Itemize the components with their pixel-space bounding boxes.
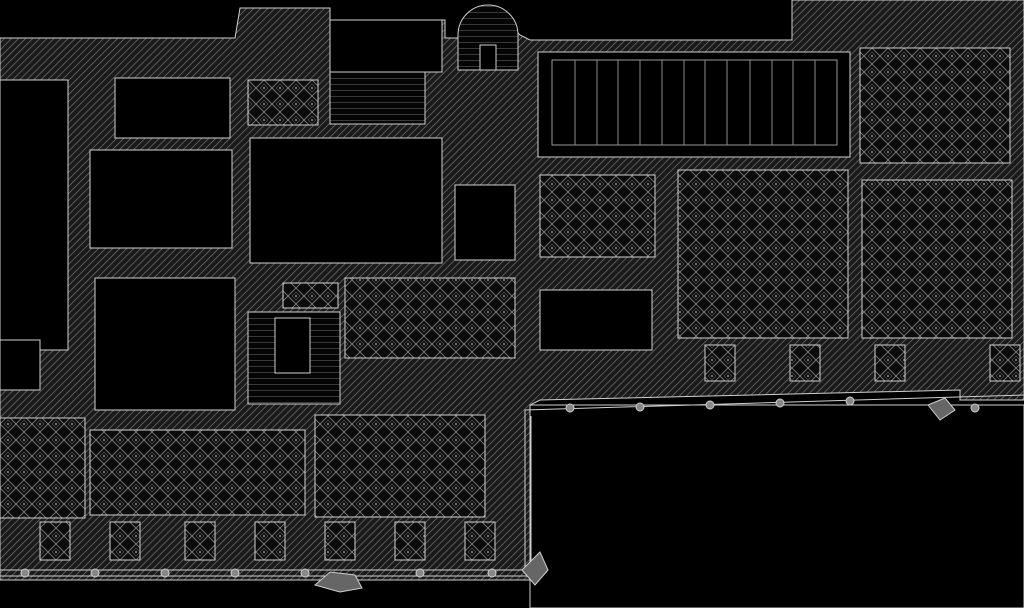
tiled-room (859, 47, 1011, 164)
room (0, 339, 41, 391)
tiled-room (89, 429, 306, 516)
tiled-room (0, 417, 86, 519)
rooms (0, 19, 653, 411)
rock (313, 571, 363, 593)
room (0, 79, 69, 351)
tiled-room (247, 79, 319, 126)
tiled-room (861, 179, 1013, 339)
staircase (329, 71, 426, 125)
staircases (247, 4, 519, 405)
window-bays (39, 344, 1021, 561)
tiled-room (539, 174, 656, 258)
tiled-room (677, 169, 849, 339)
room (539, 289, 653, 351)
rock (521, 551, 549, 586)
room (249, 137, 443, 264)
terrace (0, 394, 1024, 593)
room (89, 149, 233, 249)
room (454, 184, 516, 261)
tiled-room (344, 277, 516, 359)
room (329, 19, 443, 73)
room (94, 277, 236, 411)
rock (927, 397, 956, 421)
tiled-room (282, 282, 339, 309)
tiled-rooms (0, 47, 1013, 519)
tiled-room (314, 414, 486, 518)
long-hall (537, 51, 851, 158)
room (114, 77, 231, 139)
spiral-staircase (457, 4, 519, 71)
